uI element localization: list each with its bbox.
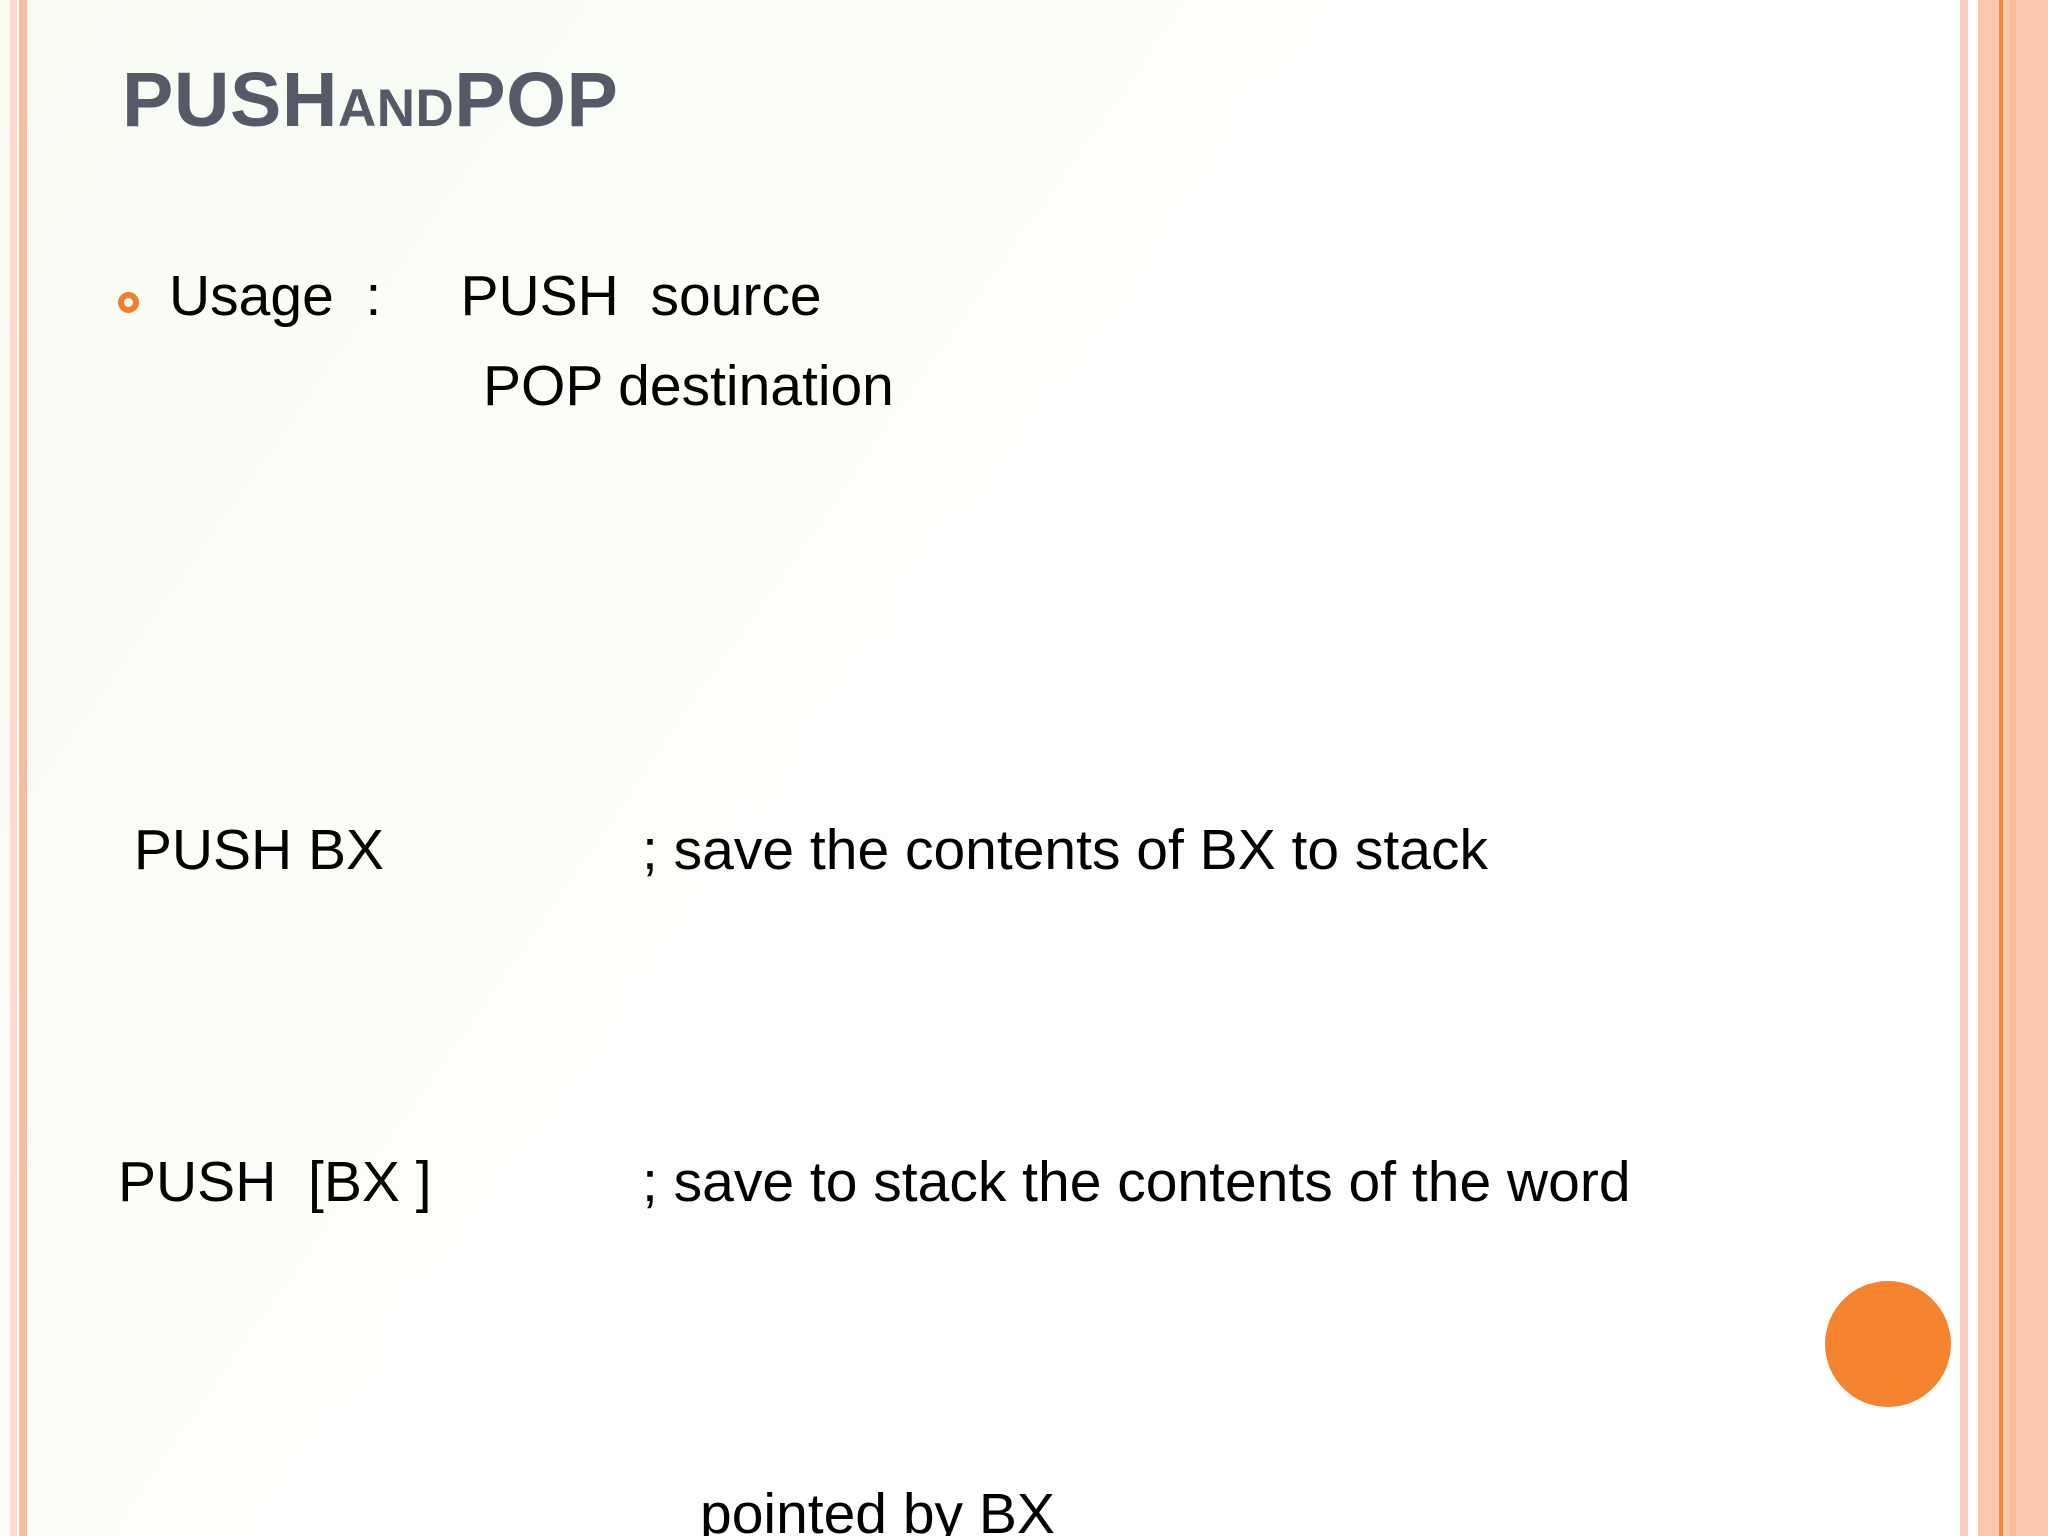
code-mnemonic: PUSH BX [118,818,385,882]
usage-syntax-pop: POP destination [483,354,894,418]
code-mnemonic: PUSH [BX ] [118,1150,432,1214]
code-comment: ; save to stack the contents of the word [642,1150,1631,1214]
code-comment: ; save the contents of BX to stack [642,818,1488,882]
code-row: pointed by BX [0,1473,2048,1536]
title-word-pop: POP [454,57,619,143]
orange-circle-decoration [1825,1281,1951,1407]
code-continuation: pointed by BX [700,1482,1055,1536]
slide-title: PUSHANDPOP [122,62,618,139]
usage-row: Usage : PUSH source [118,264,1818,329]
code-row: PUSH BX ; save the contents of BX to sta… [0,809,2048,892]
usage-syntax-push: Usage : PUSH source [169,264,822,328]
code-row: PUSH [BX ] ; save to stack the contents … [0,1141,2048,1224]
bullet-ring-icon [118,292,139,313]
title-word-and: AND [337,79,455,138]
usage-bullet-block: Usage : PUSH source [118,264,1818,329]
title-word-push: PUSH [122,57,338,143]
instruction-listing: PUSH BX ; save the contents of BX to sta… [0,560,2048,1536]
